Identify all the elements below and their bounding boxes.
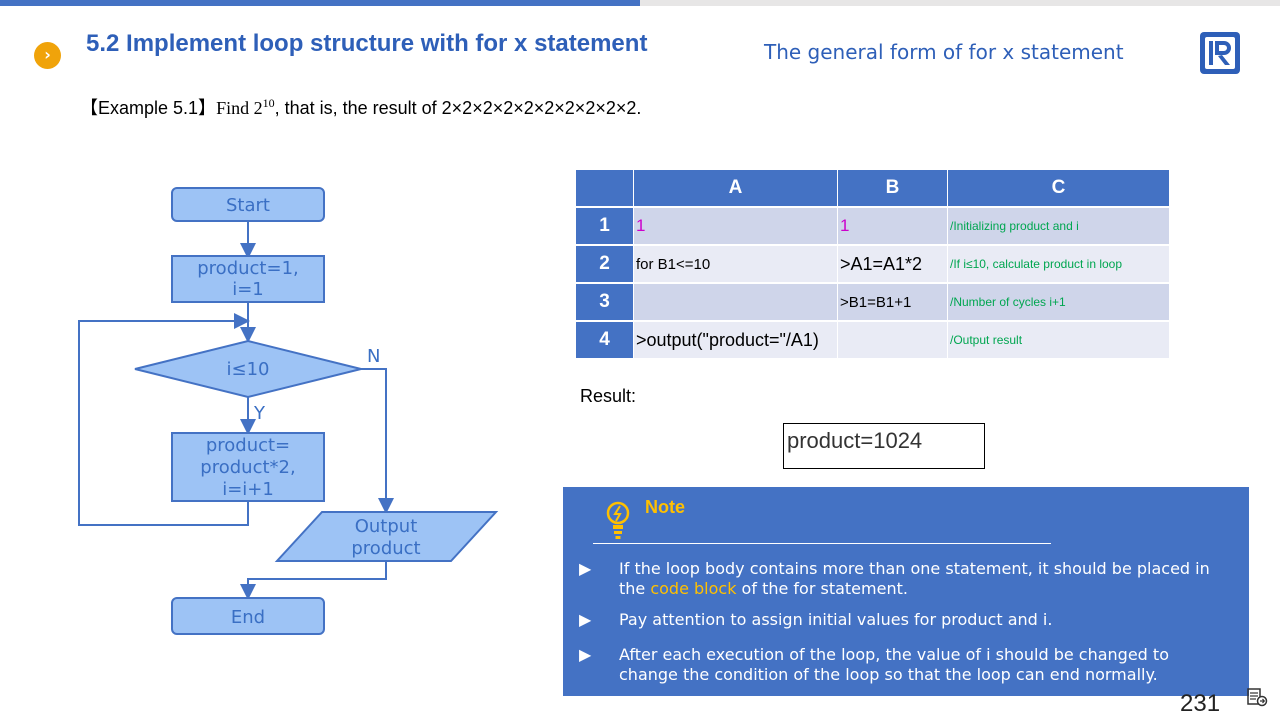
grid-cell-c3[interactable]: /Number of cycles i+1 bbox=[948, 284, 1170, 322]
flowchart: Start product=1, i=1 i≤10 Y N product= p… bbox=[78, 187, 499, 635]
flow-condition-label: i≤10 bbox=[227, 359, 270, 380]
flow-output-line1: Output bbox=[355, 516, 418, 537]
note-item-text: If the loop body contains more than one … bbox=[619, 559, 1229, 599]
note-item-text: Pay attention to assign initial values f… bbox=[619, 610, 1053, 629]
table-row: 2 for B1<=10 >A1=A1*2 /If i≤10, calculat… bbox=[576, 246, 1170, 284]
play-arrow-icon: ▶ bbox=[579, 559, 592, 578]
flow-body-line2: product*2, bbox=[200, 457, 295, 478]
grid-cell-b1[interactable]: 1 bbox=[838, 208, 948, 246]
grid-cell-b3[interactable]: >B1=B1+1 bbox=[838, 284, 948, 322]
grid-row-number[interactable]: 4 bbox=[576, 322, 634, 360]
grid-cell-b2[interactable]: >A1=A1*2 bbox=[838, 246, 948, 284]
grid-col-b[interactable]: B bbox=[838, 170, 948, 208]
grid-cell-a1[interactable]: 1 bbox=[634, 208, 838, 246]
grid-cell-a4[interactable]: >output("product="/A1) bbox=[634, 322, 838, 360]
example-find: Find 2 bbox=[216, 98, 263, 118]
note-divider bbox=[593, 543, 1051, 544]
raqsoft-r-logo-icon bbox=[1200, 32, 1240, 74]
grid-row-number[interactable]: 1 bbox=[576, 208, 634, 246]
flow-start-label: Start bbox=[226, 195, 270, 216]
note-text-part: If the loop body contains more than one … bbox=[619, 559, 1210, 598]
grid-cell-a3[interactable] bbox=[634, 284, 838, 322]
grid-row-number[interactable]: 3 bbox=[576, 284, 634, 322]
grid-row-number[interactable]: 2 bbox=[576, 246, 634, 284]
result-output: product=1024 bbox=[783, 423, 985, 469]
flow-condition bbox=[134, 339, 362, 399]
notes-icon[interactable] bbox=[1246, 686, 1268, 708]
table-row: 4 >output("product="/A1) /Output result bbox=[576, 322, 1170, 360]
flow-start bbox=[171, 187, 325, 222]
grid-cell-a2[interactable]: for B1<=10 bbox=[634, 246, 838, 284]
lightbulb-icon bbox=[606, 501, 630, 539]
grid-cell-c2[interactable]: /If i≤10, calculate product in loop bbox=[948, 246, 1170, 284]
table-row: 1 1 1 /Initializing product and i bbox=[576, 208, 1170, 246]
play-arrow-icon: ▶ bbox=[579, 645, 592, 664]
flow-body-line1: product= bbox=[206, 435, 290, 456]
result-label: Result: bbox=[580, 386, 637, 406]
code-grid: A B C 1 1 1 /Initializing product and i … bbox=[576, 170, 1170, 360]
grid-cell-c1[interactable]: /Initializing product and i bbox=[948, 208, 1170, 246]
note-text-part: of the for statement. bbox=[736, 579, 908, 598]
flow-yes-label: Y bbox=[253, 403, 266, 424]
flow-init-line1: product=1, bbox=[197, 258, 299, 279]
top-accent-bar bbox=[0, 0, 640, 6]
grid-cell-c4[interactable]: /Output result bbox=[948, 322, 1170, 360]
flow-no-label: N bbox=[367, 346, 380, 367]
flow-end-label: End bbox=[231, 607, 265, 628]
grid-col-c[interactable]: C bbox=[948, 170, 1170, 208]
flow-body bbox=[171, 432, 325, 502]
top-gray-bar bbox=[640, 0, 1280, 6]
example-prefix: 【Example 5.1】 bbox=[80, 98, 217, 118]
play-arrow-icon: ▶ bbox=[579, 610, 592, 629]
grid-col-a[interactable]: A bbox=[634, 170, 838, 208]
page-number: 231 bbox=[1180, 690, 1221, 717]
grid-corner bbox=[576, 170, 634, 208]
flow-end bbox=[171, 597, 325, 635]
slide-title: 5.2 Implement loop structure with for x … bbox=[86, 30, 648, 57]
note-title: Note bbox=[645, 497, 685, 517]
note-highlight: code block bbox=[650, 579, 737, 598]
example-statement: 【Example 5.1】Find 210, that is, the resu… bbox=[80, 94, 641, 120]
flow-init-line2: i=1 bbox=[232, 279, 264, 300]
note-panel: Note ▶ If the loop body contains more th… bbox=[563, 487, 1249, 696]
grid-cell-b4[interactable] bbox=[838, 322, 948, 360]
flow-body-line3: i=i+1 bbox=[222, 479, 274, 500]
section-subtitle: The general form of for x statement bbox=[764, 40, 1124, 64]
chevron-right-icon: › bbox=[34, 42, 61, 69]
example-exponent: 10 bbox=[262, 96, 275, 110]
flow-output bbox=[274, 511, 499, 562]
example-rest: , that is, the result of 2×2×2×2×2×2×2×2… bbox=[274, 98, 642, 118]
flow-output-line2: product bbox=[351, 538, 420, 559]
flow-init bbox=[171, 255, 325, 303]
table-row: 3 >B1=B1+1 /Number of cycles i+1 bbox=[576, 284, 1170, 322]
note-item-text: After each execution of the loop, the va… bbox=[619, 645, 1169, 684]
